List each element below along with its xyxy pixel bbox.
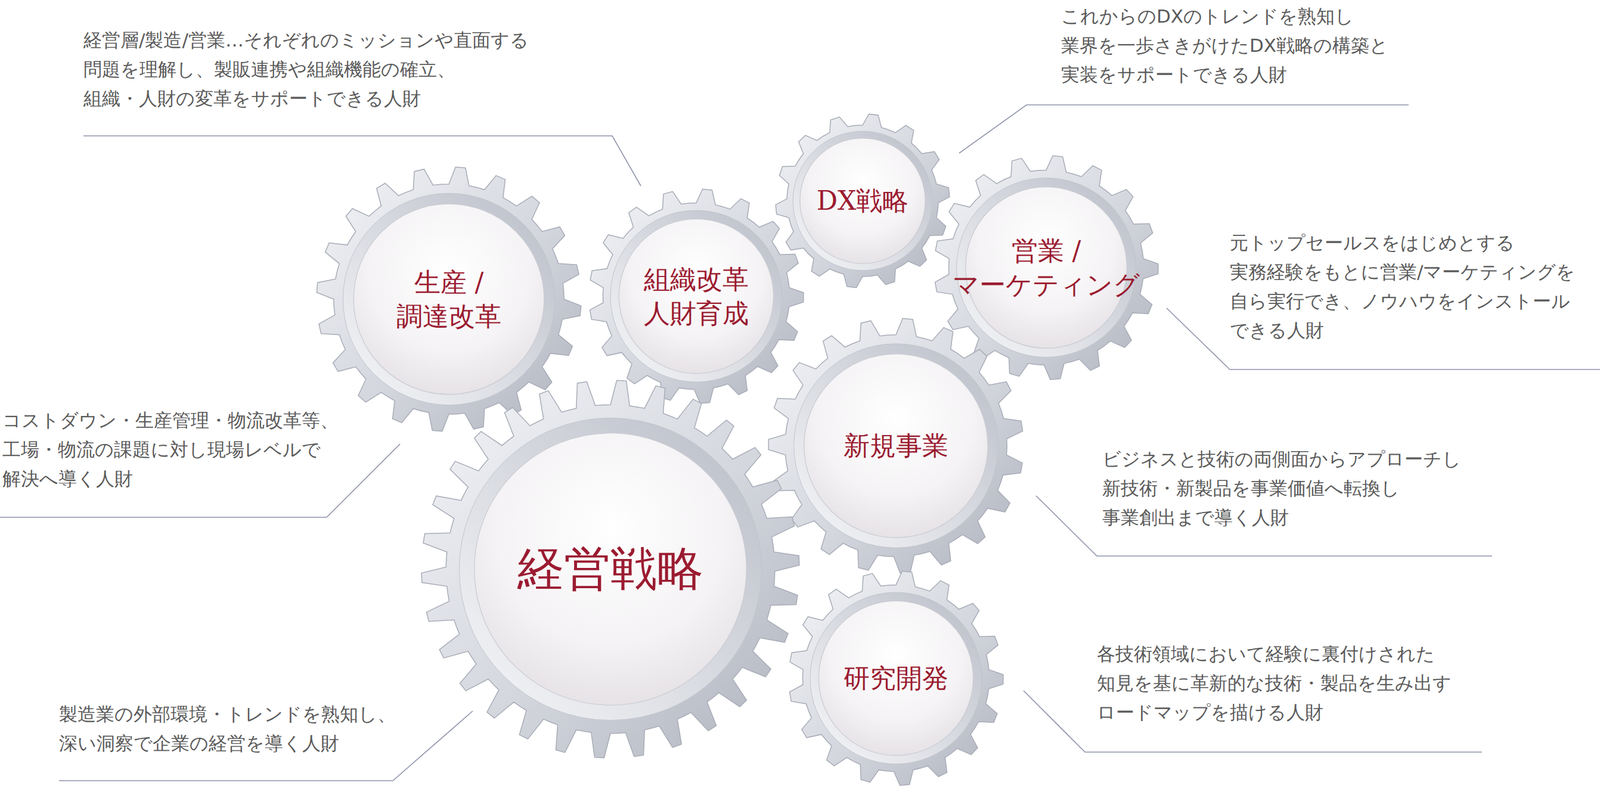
text-line: 人財育成 bbox=[643, 298, 749, 329]
text-line: 解決へ導く人財 bbox=[2, 467, 133, 490]
leader-line bbox=[83, 135, 641, 186]
gear-shape bbox=[316, 166, 582, 432]
gear-node: 研究開発 bbox=[788, 571, 1004, 786]
text-line: 工場・物流の課題に対し現場レベルで bbox=[2, 438, 321, 461]
text-line: 組織改革 bbox=[643, 264, 749, 295]
leader-line bbox=[1166, 308, 1600, 370]
text-line: 深い洞察で企業の経営を導く人財 bbox=[59, 732, 340, 755]
text-line: 調達改革 bbox=[396, 301, 502, 332]
gear-label: 組織改革 人財育成 bbox=[642, 262, 750, 331]
gear-shape bbox=[934, 155, 1159, 380]
text-line: 営業 bbox=[1011, 235, 1065, 266]
gear-node: 新規事業 bbox=[768, 318, 1024, 574]
text-line: できる人財 bbox=[1229, 319, 1324, 341]
leader-line bbox=[1023, 690, 1482, 753]
text-line: / bbox=[1072, 235, 1082, 266]
text-line: 組織・人財の変革をサポートできる人財 bbox=[83, 87, 421, 110]
gear-label: 研究開発 bbox=[842, 661, 950, 696]
text-line: 業界を一歩さきがけたDX戦略の構築と bbox=[1061, 34, 1389, 57]
gear-node: DX戦略 bbox=[775, 113, 950, 288]
description-text: 経営層/製造/営業…それぞれのミッションや直面する 問題を理解し、製販連携や組織… bbox=[83, 25, 532, 114]
gear-node: 営業 / マーケティング bbox=[934, 155, 1159, 380]
text-line: 生産 bbox=[414, 267, 467, 298]
text-line: ロードマップを描ける人財 bbox=[1096, 701, 1324, 724]
text-line: コストダウン・生産管理・物流改革等、 bbox=[2, 409, 339, 431]
text-line: 実装をサポートできる人財 bbox=[1061, 63, 1288, 86]
text-line: / bbox=[475, 267, 485, 298]
gear-label: 経営戦略 bbox=[516, 538, 705, 600]
text-line: 問題を理解し、製販連携や組織機能の確立、 bbox=[83, 58, 456, 80]
description-text: これからのDXのトレンドを熟知し 業界を一歩さきがけたDX戦略の構築と 実装をサ… bbox=[1061, 1, 1392, 90]
text-line: 各技術領域において経験に裏付けされた bbox=[1096, 643, 1435, 665]
text-line: マーケティング bbox=[952, 269, 1140, 300]
text-line: DX戦略 bbox=[816, 185, 910, 216]
text-line: 研究開発 bbox=[843, 662, 949, 694]
description-text: 元トップセールスをはじめとする 実務経験をもとに営業/マーケティングを 自ら実行… bbox=[1229, 228, 1578, 346]
text-line: 製造業の外部環境・トレンドを熟知し、 bbox=[59, 703, 396, 725]
gear-label: DX戦略 bbox=[815, 183, 911, 218]
text-line: 知見を基に革新的な技術・製品を生み出す bbox=[1096, 672, 1452, 694]
gear-label: 生産 / 調達改革 bbox=[395, 265, 503, 334]
leader-line bbox=[959, 104, 1409, 154]
text-line: 自ら実行でき、ノウハウをインストール bbox=[1229, 290, 1571, 312]
description-text: コストダウン・生産管理・物流改革等、 工場・物流の課題に対し現場レベルで 解決へ… bbox=[2, 405, 341, 494]
description-text: 製造業の外部環境・トレンドを熟知し、 深い洞察で企業の経営を導く人財 bbox=[59, 699, 399, 759]
gear-label: 新規事業 bbox=[842, 428, 950, 463]
text-line: 新規事業 bbox=[843, 430, 949, 461]
text-line: 事業創出まで導く人財 bbox=[1102, 506, 1289, 529]
text-line: 実務経験をもとに営業/マーケティングを bbox=[1229, 261, 1575, 283]
text-line: 経営戦略 bbox=[517, 541, 704, 596]
gear-node: 生産 / 調達改革 bbox=[316, 166, 582, 432]
description-text: 各技術領域において経験に裏付けされた 知見を基に革新的な技術・製品を生み出す ロ… bbox=[1096, 639, 1454, 728]
text-line: ビジネスと技術の両側面からアプローチし bbox=[1102, 448, 1462, 470]
text-line: 経営層/製造/営業…それぞれのミッションや直面する bbox=[83, 29, 529, 51]
leader-line bbox=[1036, 495, 1493, 557]
description-text: ビジネスと技術の両側面からアプローチし 新技術・新製品を事業価値へ転換し 事業創… bbox=[1102, 444, 1464, 533]
text-line: 元トップセールスをはじめとする bbox=[1229, 231, 1515, 254]
gear-shape bbox=[588, 188, 804, 404]
gear-label: 営業 / マーケティング bbox=[951, 233, 1141, 302]
text-line: これからのDXのトレンドを熟知し bbox=[1061, 5, 1354, 27]
gear-node: 経営戦略 bbox=[421, 380, 800, 759]
gear-node: 組織改革 人財育成 bbox=[588, 188, 804, 404]
text-line: 新技術・新製品を事業価値へ転換し bbox=[1102, 477, 1400, 499]
